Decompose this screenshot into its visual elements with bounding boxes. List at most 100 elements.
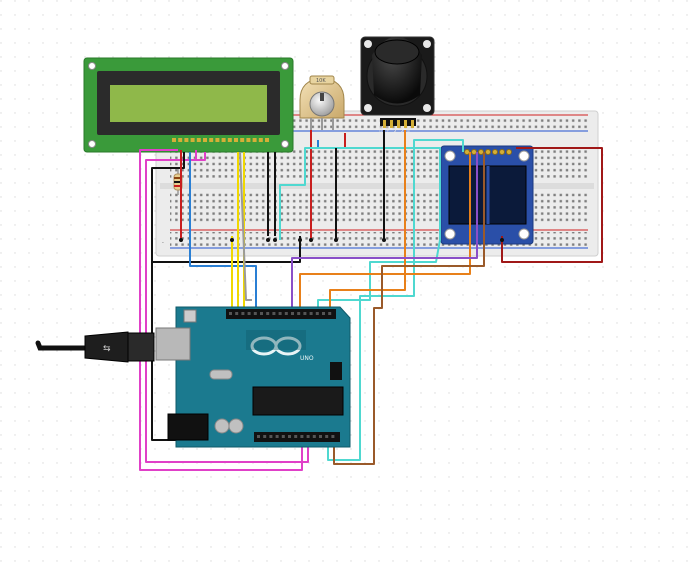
wire <box>145 152 309 463</box>
lcd-pin <box>172 138 176 142</box>
wire-end <box>309 238 313 242</box>
arduino-pin <box>291 312 294 315</box>
reset-button[interactable] <box>183 309 197 323</box>
arduino-pin <box>331 435 335 438</box>
wire-end <box>298 238 302 242</box>
arduino-pin <box>278 312 282 315</box>
arduino-digital-header <box>229 312 332 315</box>
arduino-pin <box>319 435 322 438</box>
joystick-pin <box>390 120 393 128</box>
arduino-pin <box>312 435 316 438</box>
joystick-pin-label: VRy <box>400 125 404 132</box>
pot-knob[interactable] <box>309 91 335 117</box>
wire <box>239 151 252 301</box>
rail-minus-label: - <box>162 240 164 246</box>
lcd-pin <box>203 138 207 142</box>
joystick-pins <box>383 120 414 128</box>
arduino-pin <box>328 312 332 315</box>
lcd-pin <box>258 138 263 142</box>
lcd-pin <box>234 138 238 142</box>
arduino-pin <box>272 312 276 315</box>
arduino-pin <box>300 435 304 438</box>
arduino-pin <box>303 312 307 315</box>
arduino-pin <box>257 435 260 438</box>
lcd-pin <box>265 138 269 142</box>
wire <box>501 147 603 263</box>
joystick-pin-label: +5V <box>386 124 390 132</box>
wire-end <box>179 238 183 242</box>
lcd-header-pins <box>172 138 269 142</box>
potentiometer: 10K <box>299 75 345 130</box>
lcd-pin <box>227 138 232 142</box>
arduino-pin <box>253 312 257 315</box>
lcd-pin <box>240 138 245 142</box>
wire-end <box>382 238 386 242</box>
oled-pin <box>471 149 477 155</box>
lcd-pin <box>178 138 183 142</box>
arduino-pin <box>260 312 263 315</box>
oled-pin <box>478 149 484 155</box>
lcd-backlight <box>110 85 267 122</box>
wire <box>333 152 485 465</box>
atmega-chip <box>252 386 344 416</box>
arduino-pin <box>281 435 285 438</box>
wire <box>152 236 301 263</box>
joystick-pin <box>383 120 386 128</box>
lcd-pin <box>196 138 201 142</box>
usb-icon: ⇆ <box>103 344 111 354</box>
oled-pin <box>464 149 470 155</box>
arduino-analog-header <box>257 435 335 438</box>
oled-display <box>440 145 534 245</box>
lcd-pin <box>190 138 195 142</box>
oled-pin <box>492 149 498 155</box>
wire <box>329 130 406 320</box>
arduino-pin <box>275 435 279 438</box>
usb-cable[interactable]: ⇆ <box>35 331 155 363</box>
lcd-pin <box>209 138 214 142</box>
arduino-pin <box>241 312 245 315</box>
oled-pin <box>499 149 505 155</box>
wire <box>279 147 441 330</box>
arduino-pin <box>325 435 329 438</box>
arduino-uno: UNO <box>155 306 351 448</box>
wire-end <box>266 238 270 242</box>
arduino-pin <box>263 435 267 438</box>
joystick-pin-label: VRx <box>393 125 397 132</box>
lcd-pin <box>252 138 257 142</box>
oled-pin <box>485 149 491 155</box>
lcd-pin <box>215 138 220 142</box>
arduino-pin <box>266 312 270 315</box>
arduino-pin <box>294 435 298 438</box>
wire <box>189 152 257 312</box>
arduino-pin <box>315 312 319 315</box>
joystick-pin <box>411 120 414 128</box>
lcd-pin <box>184 138 189 142</box>
arduino-pin <box>284 312 288 315</box>
wire-end <box>230 238 234 242</box>
arduino-pin <box>247 312 251 315</box>
oled-pin <box>506 149 512 155</box>
wire-end <box>500 238 504 242</box>
arduino-pin <box>297 312 301 315</box>
pot-label: 10K <box>316 78 326 84</box>
wire <box>291 152 478 312</box>
arduino-pin <box>288 435 291 438</box>
wire <box>299 152 471 312</box>
joystick-pin-label: GND <box>379 124 383 132</box>
arduino-pin <box>306 435 310 438</box>
oled-header-pins <box>464 149 512 155</box>
arduino-pin <box>235 312 239 315</box>
arduino-pin <box>322 312 325 315</box>
lcd-pin <box>246 138 251 142</box>
arduino-logo-text: UNO <box>300 355 314 362</box>
arduino-pin <box>229 312 232 315</box>
wire <box>139 149 303 471</box>
lcd-pin <box>221 138 226 142</box>
joystick-pin-label: SW <box>407 126 411 132</box>
arduino-pin <box>269 435 273 438</box>
wire-end <box>334 238 338 242</box>
